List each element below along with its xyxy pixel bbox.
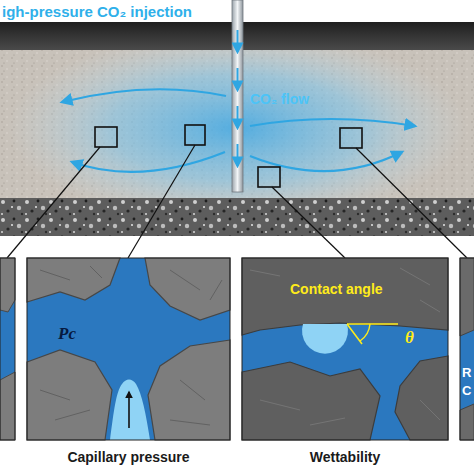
angle-label: Contact angle bbox=[290, 281, 383, 297]
capillary-panel: PcCapillary pressure bbox=[27, 258, 230, 470]
panel-caption: Capillary pressure bbox=[67, 449, 189, 465]
wettability-panel: Contact angle θWettability bbox=[242, 258, 448, 470]
angle-symbol: θ bbox=[405, 328, 414, 348]
fragment-panel: RC bbox=[460, 258, 474, 440]
fragment-letter: C bbox=[462, 384, 471, 399]
fragment-letter: R bbox=[462, 366, 471, 381]
panel-caption: Wettability bbox=[310, 449, 381, 465]
injection-label: igh-pressure CO₂ injection bbox=[2, 3, 192, 20]
flow-label: CO₂ flow bbox=[250, 91, 309, 107]
pressure-symbol: Pc bbox=[58, 324, 76, 344]
reservoir-panel: igh-pressure CO₂ injectionCO₂ flow bbox=[0, 0, 474, 238]
